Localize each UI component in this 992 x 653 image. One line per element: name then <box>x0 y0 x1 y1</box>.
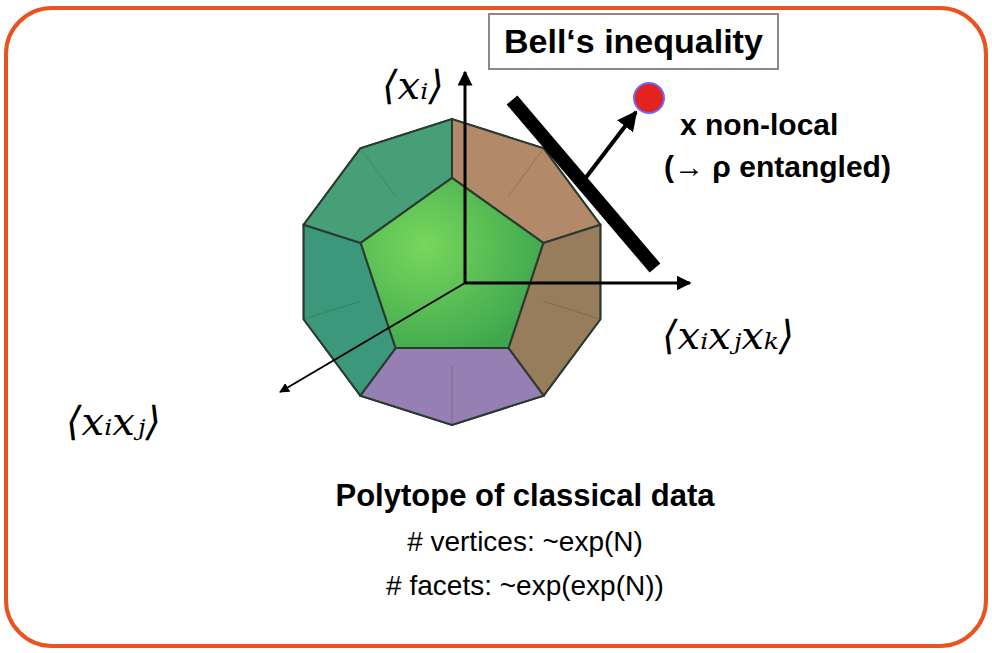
caption-heading: Polytope of classical data <box>335 478 714 514</box>
normal-arrow <box>584 112 636 180</box>
frame <box>6 8 986 646</box>
polytope-edge <box>452 366 453 425</box>
caption-line: # facets: ~exp(exp(N)) <box>386 570 664 602</box>
polytope-edge <box>360 148 395 196</box>
axis-label: ⟨xᵢ⟩ <box>382 62 444 108</box>
axis <box>465 282 690 285</box>
box-title: Bell‘s inequality <box>504 21 763 62</box>
axis <box>280 283 465 392</box>
label-box: Bell‘s inequality <box>488 13 779 70</box>
axis <box>464 72 467 283</box>
axes <box>280 72 690 392</box>
caption-line: # vertices: ~exp(N) <box>407 526 643 558</box>
polytope-edge <box>508 148 543 196</box>
polytope <box>304 119 601 425</box>
axis-label: ⟨xᵢxⱼ⟩ <box>66 398 161 444</box>
polytope-face <box>361 178 544 348</box>
polytope-edge <box>304 301 361 319</box>
annotation: x non-local <box>680 108 838 142</box>
annotation: (→ ρ entangled) <box>664 150 891 184</box>
data-point <box>634 83 664 113</box>
polytope-edge <box>543 301 600 319</box>
bell-hyperplane <box>512 100 655 268</box>
axis-label: ⟨xᵢxⱼxₖ⟩ <box>662 312 794 358</box>
polytope-outline <box>304 119 601 425</box>
